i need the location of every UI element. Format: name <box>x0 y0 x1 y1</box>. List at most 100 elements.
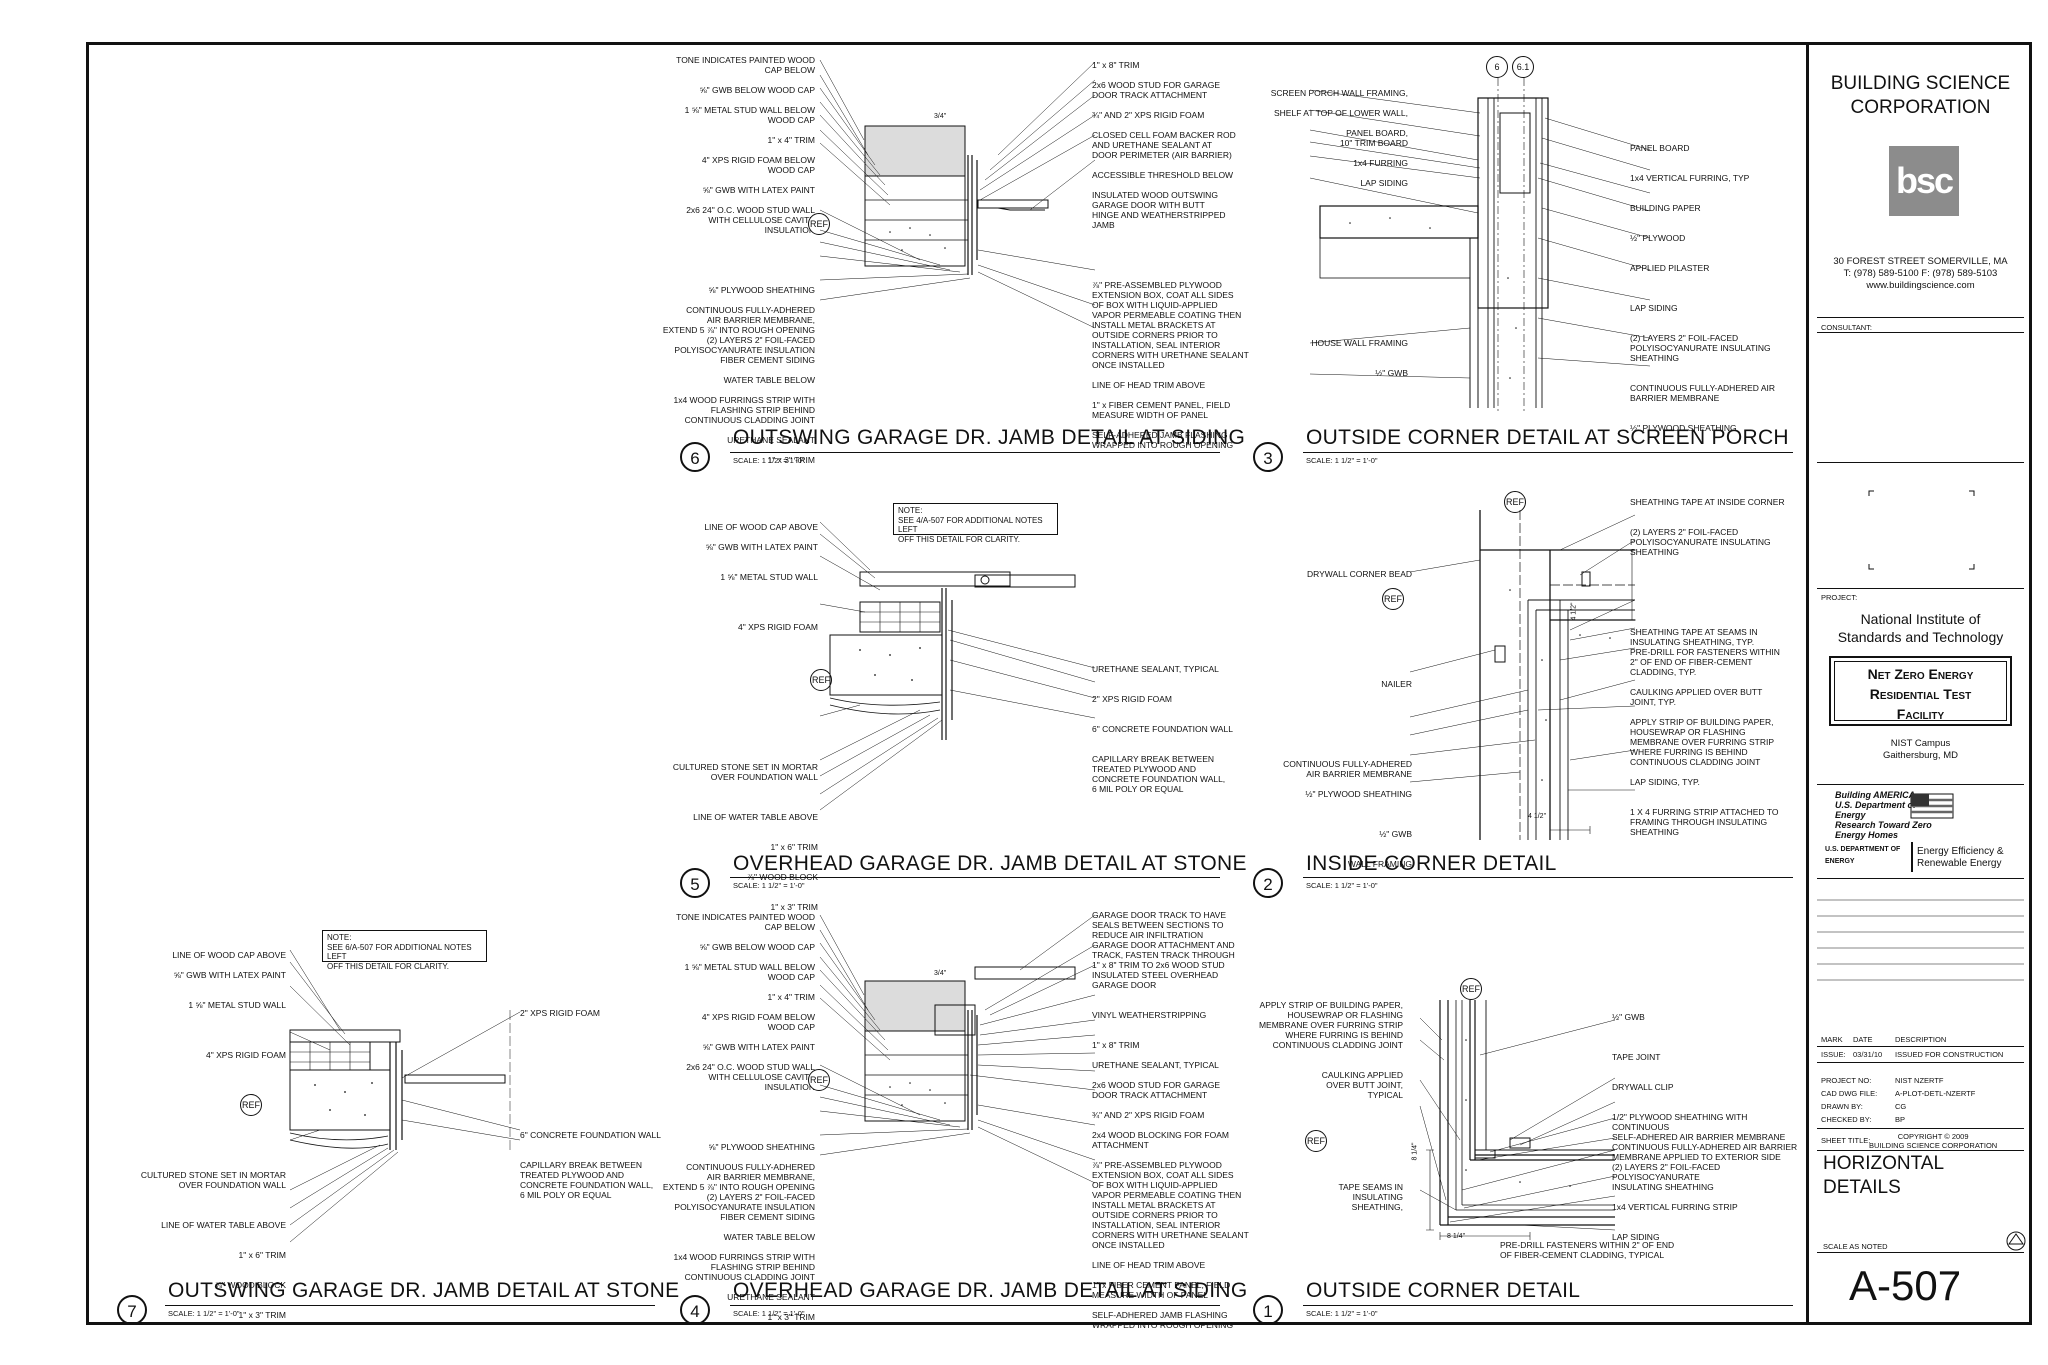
project-label: PROJECT: <box>1821 593 1858 602</box>
detail-3-left-notes: SCREEN PORCH WALL FRAMING, SHELF AT TOP … <box>1270 88 1408 188</box>
detail-7-left-notes: LINE OF WOOD CAP ABOVE ⅝" GWB WITH LATEX… <box>140 950 286 1320</box>
detail-5-right-notes: URETHANE SEALANT, TYPICAL 2" XPS RIGID F… <box>1092 664 1233 794</box>
rev-date-header: DATE <box>1853 1035 1873 1044</box>
drawing-border <box>86 42 2032 1325</box>
drawn-by-label: DRAWN BY: <box>1821 1102 1863 1111</box>
bsc-logo: bsc <box>1889 146 1959 216</box>
detail-1-bottom-note: PRE-DRILL FASTENERS WITHIN 2" OF END OF … <box>1500 1240 1675 1260</box>
ref-marker: REF <box>808 1069 830 1091</box>
project-title: Net Zero Energy Residential Test Facilit… <box>1834 661 2007 722</box>
detail-1-drawing <box>1419 1000 1616 1240</box>
rev-mark-header: MARK <box>1821 1035 1843 1044</box>
project-no-label: PROJECT NO: <box>1821 1076 1872 1085</box>
title-underline <box>1303 877 1793 878</box>
divider <box>1817 317 2024 318</box>
detail-title: OUTSWING GARAGE DR. JAMB DETAIL AT SIDIN… <box>733 426 1246 449</box>
divider <box>1817 462 2024 463</box>
divider <box>1817 1150 2024 1151</box>
detail-number: 3 <box>1253 442 1283 472</box>
detail-5-left-notes: LINE OF WOOD CAP ABOVE ⅝" GWB WITH LATEX… <box>672 522 818 912</box>
detail-scale: SCALE: 1 1/2" = 1'-0" <box>1306 881 1378 890</box>
ref-marker: REF <box>1382 588 1404 610</box>
dimension-label: 4 1/2" <box>1528 813 1547 820</box>
detail-number: 6 <box>680 442 710 472</box>
detail-2-left-notes: DRYWALL CORNER BEAD NAILER CONTINUOUS FU… <box>1283 569 1412 869</box>
divider <box>1817 1062 2024 1063</box>
detail-3-left-notes-lower: HOUSE WALL FRAMING ½" GWB <box>1311 338 1408 378</box>
detail-7-drawing <box>289 949 521 1243</box>
ref-marker: REF <box>1504 491 1526 513</box>
detail-5-drawing <box>819 521 1096 811</box>
doe-logo-divider <box>1911 842 1913 872</box>
ref-marker: REF <box>240 1094 262 1116</box>
detail-7-right-top-note: 2" XPS RIGID FOAM <box>520 1008 601 1018</box>
sheet-title-label: SHEET TITLE: <box>1821 1136 1871 1145</box>
sheet-number: A-507 <box>1849 1262 1962 1309</box>
divider <box>1817 1046 2024 1047</box>
cad-file-value: A-PLOT-DETL-NZERTF <box>1895 1089 1976 1098</box>
detail-7-right-notes: 6" CONCRETE FOUNDATION WALL CAPILLARY BR… <box>520 1130 661 1200</box>
detail-title: OUTSIDE CORNER DETAIL AT SCREEN PORCH <box>1306 426 1789 449</box>
detail-number: 2 <box>1253 868 1283 898</box>
project-title-box: Net Zero Energy Residential Test Facilit… <box>1829 656 2012 726</box>
detail-4-right-notes: GARAGE DOOR TRACK TO HAVE SEALS BETWEEN … <box>1092 910 1249 1330</box>
detail-scale: SCALE: 1 1/2" = 1'-0" <box>1306 456 1378 465</box>
detail-scale: SCALE: 1 1/2" = 1'-0" <box>168 1309 240 1318</box>
detail-4-drawing <box>819 914 1096 1184</box>
divider <box>1817 588 2024 589</box>
title-underline <box>1303 452 1793 453</box>
detail-6-drawing <box>819 59 1096 329</box>
cad-file-label: CAD DWG FILE: <box>1821 1089 1878 1098</box>
ref-marker: REF <box>1460 978 1482 1000</box>
grid-bubble: 6 <box>1486 56 1508 78</box>
detail-1-left-notes: APPLY STRIP OF BUILDING PAPER, HOUSEWRAP… <box>1258 1000 1403 1100</box>
issue-label: ISSUE: <box>1821 1050 1846 1059</box>
detail-6-right-notes: 1" x 8" TRIM 2x6 WOOD STUD FOR GARAGE DO… <box>1092 60 1249 450</box>
project-no-value: NIST NZERTF <box>1895 1076 1944 1085</box>
title-underline <box>730 452 1220 453</box>
detail-2-right-notes: SHEATHING TAPE AT INSIDE CORNER (2) LAYE… <box>1630 497 1785 837</box>
divider <box>1817 784 2024 785</box>
detail-4-left-notes: TONE INDICATES PAINTED WOOD CAP BELOW ⅝"… <box>662 912 815 1322</box>
detail-3-right-notes: PANEL BOARD 1x4 VERTICAL FURRING, TYP BU… <box>1630 143 1775 433</box>
detail-title: INSIDE CORNER DETAIL <box>1306 852 1557 875</box>
title-block: BUILDING SCIENCE CORPORATION bsc 30 FORE… <box>1806 42 2032 1325</box>
title-underline <box>730 1305 1220 1306</box>
ref-marker: REF <box>808 213 830 235</box>
scale-note: SCALE AS NOTED <box>1823 1242 1888 1251</box>
title-underline <box>1303 1305 1793 1306</box>
copyright: COPYRIGHT © 2009 BUILDING SCIENCE CORPOR… <box>1869 1132 1998 1150</box>
title-underline <box>165 1305 655 1306</box>
consultant-label: CONSULTANT: <box>1821 323 1872 332</box>
issue-description: ISSUED FOR CONSTRUCTION <box>1895 1050 2004 1059</box>
detail-scale: SCALE: 1 1/2" = 1'-0" <box>733 1309 805 1318</box>
rev-description-header: DESCRIPTION <box>1895 1035 1947 1044</box>
detail-3-drawing <box>1309 78 1651 413</box>
detail-title: OVERHEAD GARAGE DR. JAMB DETAIL AT STONE <box>733 852 1247 875</box>
dimension-label: 3/4" <box>934 113 947 120</box>
detail-number: 1 <box>1253 1295 1283 1325</box>
detail-title: OUTSWING GARAGE DR. JAMB DETAIL AT STONE <box>168 1279 680 1302</box>
detail-title: OUTSIDE CORNER DETAIL <box>1306 1279 1581 1302</box>
detail-title: OVERHEAD GARAGE DR. JAMB DETAIL AT SIDIN… <box>733 1279 1248 1302</box>
dimension-label: 8 1/4" <box>1447 1233 1466 1240</box>
project-location: NIST Campus Gaithersburg, MD <box>1883 738 1958 761</box>
divider <box>1817 1252 2024 1253</box>
grid-bubble: 6.1 <box>1512 56 1534 78</box>
detail-number: 5 <box>680 868 710 898</box>
ref-marker: REF <box>1305 1130 1327 1152</box>
detail-scale: SCALE: 1 1/2" = 1'-0" <box>733 881 805 890</box>
detail-scale: SCALE: 1 1/2" = 1'-0" <box>1306 1309 1378 1318</box>
drawn-by-value: CG <box>1895 1102 1907 1111</box>
building-america-logo: Building AMERICA U.S. Department of Ener… <box>1835 790 1932 840</box>
title-underline <box>730 877 1220 878</box>
detail-2-drawing <box>1409 510 1636 840</box>
sheet-title: HORIZONTAL DETAILS <box>1823 1153 1945 1198</box>
detail-1-left-notes-lower: TAPE SEAMS IN INSULATING SHEATHING, <box>1338 1182 1403 1212</box>
divider <box>1817 332 2024 333</box>
detail-note-box: NOTE: SEE 4/A-507 FOR ADDITIONAL NOTES L… <box>893 503 1058 544</box>
checked-by-value: BP <box>1895 1115 1906 1124</box>
divider <box>1817 1128 2024 1129</box>
detail-number: 4 <box>680 1295 710 1325</box>
detail-scale: SCALE: 1 1/2" = 1'-0" <box>733 456 805 465</box>
